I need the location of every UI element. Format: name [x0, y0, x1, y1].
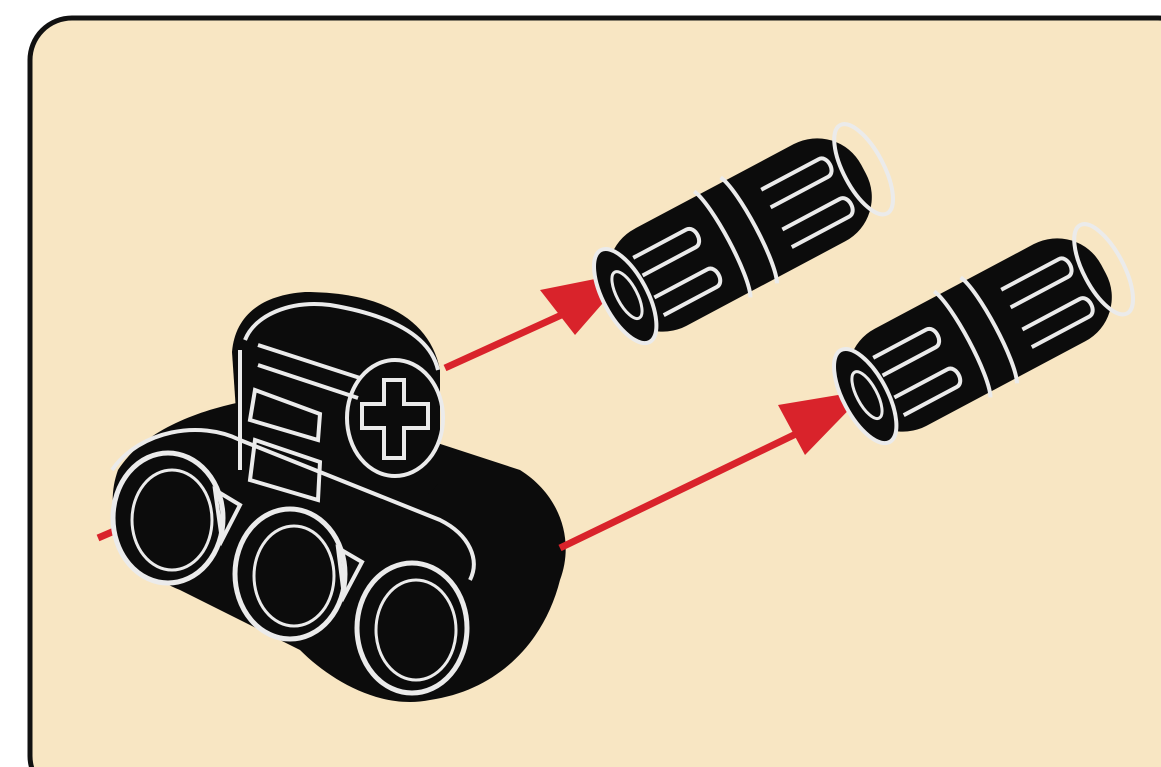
beam-hole-1 [113, 453, 223, 583]
beam-hole-3 [357, 563, 467, 693]
beam-hole-2 [235, 509, 345, 639]
